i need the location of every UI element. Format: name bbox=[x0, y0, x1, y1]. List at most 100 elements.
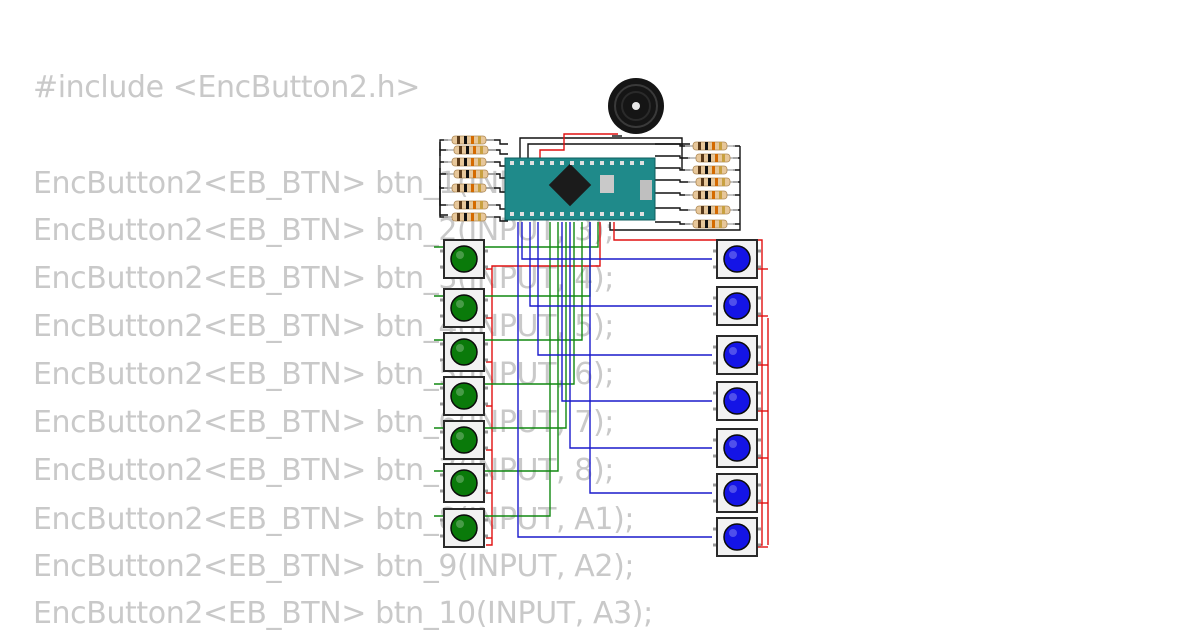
pushbutton-highlight bbox=[729, 251, 737, 259]
header-pin bbox=[620, 212, 624, 216]
resistor-band bbox=[705, 166, 708, 174]
resistor-body bbox=[453, 200, 489, 210]
header-pin bbox=[550, 161, 554, 165]
resistor-band bbox=[715, 154, 718, 162]
resistor-band bbox=[464, 136, 467, 144]
wire bbox=[434, 222, 575, 385]
pushbutton-cap[interactable] bbox=[723, 387, 751, 415]
pushbutton-leg bbox=[756, 527, 761, 531]
resistor-band bbox=[459, 201, 462, 209]
resistor[interactable] bbox=[446, 200, 496, 210]
resistor[interactable] bbox=[444, 183, 494, 193]
pushbutton[interactable] bbox=[713, 428, 761, 468]
header-pin bbox=[610, 161, 614, 165]
pushbutton-leg bbox=[713, 391, 718, 395]
header-pin bbox=[590, 212, 594, 216]
resistor-band bbox=[478, 213, 481, 221]
resistor-band bbox=[471, 136, 474, 144]
pushbutton[interactable] bbox=[713, 239, 761, 279]
resistor-band bbox=[722, 178, 725, 186]
resistor[interactable] bbox=[685, 141, 735, 151]
pushbutton[interactable] bbox=[440, 332, 488, 372]
pushbutton-cap[interactable] bbox=[723, 434, 751, 462]
pushbutton-leg bbox=[756, 438, 761, 442]
resistor-band bbox=[722, 154, 725, 162]
resistor-body bbox=[451, 135, 487, 145]
pushbutton-leg bbox=[483, 358, 488, 362]
pushbutton-leg bbox=[483, 489, 488, 493]
resistor-band bbox=[698, 142, 701, 150]
pushbutton-cap[interactable] bbox=[450, 469, 478, 497]
pushbutton[interactable] bbox=[713, 473, 761, 513]
resistor-body bbox=[692, 190, 728, 200]
arduino-nano[interactable] bbox=[504, 157, 656, 221]
pushbutton-cap[interactable] bbox=[723, 245, 751, 273]
pushbutton-leg bbox=[713, 483, 718, 487]
pushbutton-cap[interactable] bbox=[723, 523, 751, 551]
pushbutton-cap[interactable] bbox=[450, 426, 478, 454]
pushbutton-leg bbox=[713, 361, 718, 365]
resistor-band bbox=[457, 184, 460, 192]
pushbutton-leg bbox=[483, 430, 488, 434]
pushbutton-leg bbox=[483, 314, 488, 318]
wire bbox=[434, 222, 599, 248]
resistor[interactable] bbox=[685, 165, 735, 175]
resistor-band bbox=[471, 158, 474, 166]
pushbutton-cap[interactable] bbox=[723, 479, 751, 507]
header-pin bbox=[570, 161, 574, 165]
resistor-band bbox=[471, 184, 474, 192]
resistor[interactable] bbox=[685, 219, 735, 229]
resistor[interactable] bbox=[685, 190, 735, 200]
pushbutton[interactable] bbox=[440, 463, 488, 503]
header-pin bbox=[540, 212, 544, 216]
resistor[interactable] bbox=[446, 169, 496, 179]
resistor-band bbox=[480, 146, 483, 154]
pushbutton-leg bbox=[756, 296, 761, 300]
pushbutton-cap[interactable] bbox=[450, 382, 478, 410]
pushbutton-leg bbox=[440, 386, 445, 390]
pushbutton-leg bbox=[440, 446, 445, 450]
pushbutton-cap[interactable] bbox=[723, 292, 751, 320]
pushbutton-leg bbox=[756, 265, 761, 269]
resistor[interactable] bbox=[444, 212, 494, 222]
resistor-body bbox=[695, 177, 731, 187]
pushbutton[interactable] bbox=[440, 376, 488, 416]
pushbutton-leg bbox=[483, 386, 488, 390]
pushbutton-highlight bbox=[729, 485, 737, 493]
pushbutton-cap[interactable] bbox=[450, 294, 478, 322]
pushbutton[interactable] bbox=[713, 286, 761, 326]
resistor-band bbox=[464, 184, 467, 192]
buzzer[interactable] bbox=[608, 78, 664, 134]
resistor-band bbox=[473, 170, 476, 178]
pushbutton-highlight bbox=[456, 251, 464, 259]
pushbutton[interactable] bbox=[713, 381, 761, 421]
pushbutton[interactable] bbox=[713, 335, 761, 375]
pushbutton[interactable] bbox=[440, 239, 488, 279]
wire bbox=[609, 146, 741, 231]
pushbutton[interactable] bbox=[440, 508, 488, 548]
wire bbox=[569, 222, 712, 449]
pushbutton-leg bbox=[756, 312, 761, 316]
pushbutton[interactable] bbox=[440, 288, 488, 328]
pushbutton-highlight bbox=[456, 520, 464, 528]
header-pins bbox=[510, 161, 644, 216]
wire bbox=[537, 222, 712, 356]
header-pin bbox=[550, 212, 554, 216]
pushbutton[interactable] bbox=[713, 517, 761, 557]
resistor[interactable] bbox=[688, 205, 738, 215]
pushbutton-cap[interactable] bbox=[450, 245, 478, 273]
pushbutton-highlight bbox=[729, 529, 737, 537]
resistor[interactable] bbox=[688, 153, 738, 163]
pushbutton-cap[interactable] bbox=[723, 341, 751, 369]
resistor[interactable] bbox=[444, 135, 494, 145]
resistor[interactable] bbox=[446, 145, 496, 155]
pushbutton[interactable] bbox=[440, 420, 488, 460]
pushbutton-leg bbox=[440, 265, 445, 269]
resistor-band bbox=[478, 158, 481, 166]
resistor[interactable] bbox=[444, 157, 494, 167]
resistor-band bbox=[719, 220, 722, 228]
wire bbox=[521, 222, 712, 260]
pushbutton-cap[interactable] bbox=[450, 338, 478, 366]
resistor[interactable] bbox=[688, 177, 738, 187]
pushbutton-cap[interactable] bbox=[450, 514, 478, 542]
